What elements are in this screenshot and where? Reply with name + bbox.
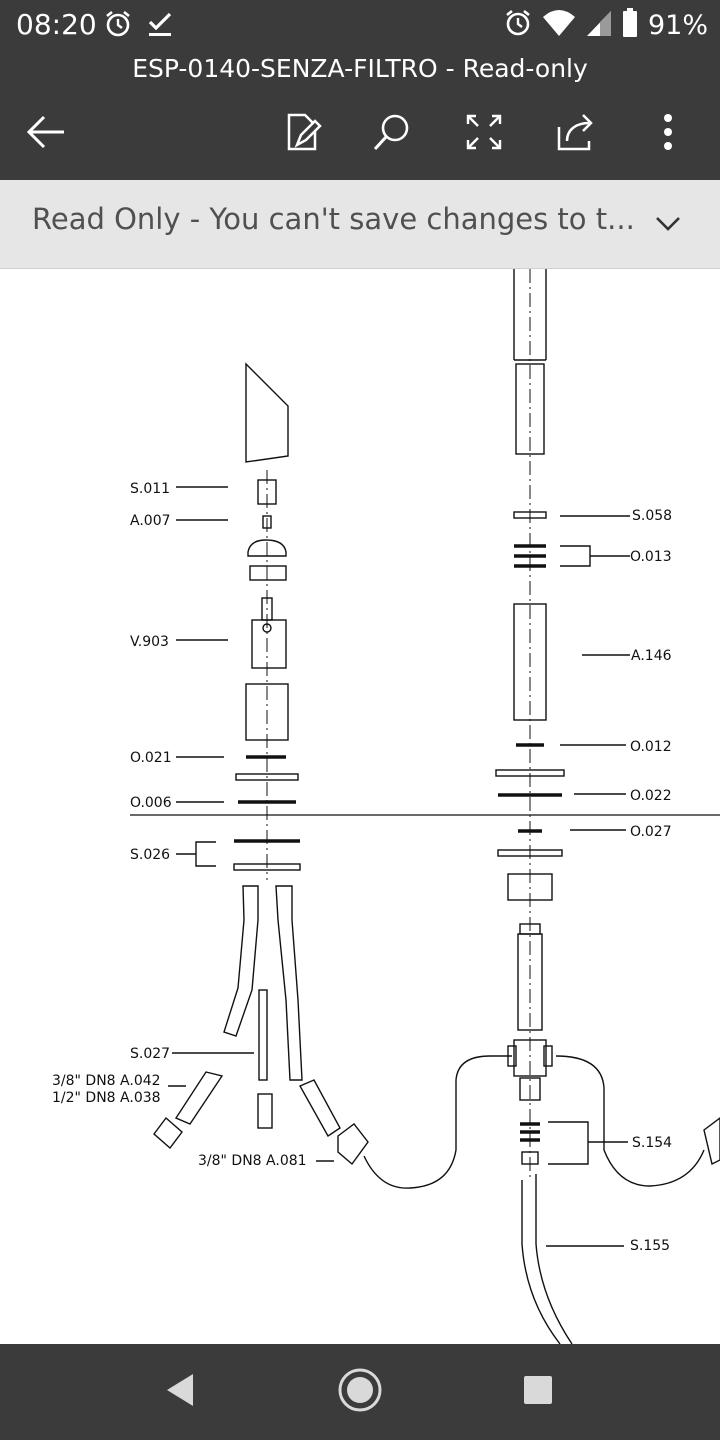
part-label-o022: O.022 bbox=[630, 788, 672, 804]
part-label-o027: O.027 bbox=[630, 824, 672, 840]
edit-button[interactable] bbox=[278, 110, 326, 158]
part-label-a042: 3/8" DN8 A.042 bbox=[52, 1073, 161, 1089]
part-label-o012: O.012 bbox=[630, 739, 672, 755]
document-title: ESP-0140-SENZA-FILTRO - Read-only bbox=[132, 54, 588, 83]
signal-icon bbox=[586, 9, 612, 41]
battery-icon bbox=[622, 8, 638, 42]
part-label-v903: V.903 bbox=[130, 634, 169, 650]
part-label-o013: O.013 bbox=[630, 549, 672, 565]
read-only-banner[interactable]: Read Only - You can't save changes to t.… bbox=[0, 180, 720, 269]
exploded-parts-drawing: S.011 A.007 V.903 O.021 O.006 S.026 S.02… bbox=[52, 269, 720, 1344]
status-time: 08:20 bbox=[16, 8, 97, 41]
app-toolbar: ESP-0140-SENZA-FILTRO - Read-only bbox=[0, 50, 720, 180]
fullscreen-button[interactable] bbox=[460, 110, 508, 158]
part-label-s154: S.154 bbox=[632, 1135, 672, 1151]
nav-recents-button[interactable] bbox=[514, 1368, 562, 1416]
status-bar: 08:20 91% bbox=[0, 0, 720, 50]
part-label-a081: 3/8" DN8 A.081 bbox=[198, 1153, 307, 1169]
chevron-down-icon[interactable] bbox=[652, 208, 684, 240]
search-button[interactable] bbox=[368, 110, 416, 158]
nav-home-button[interactable] bbox=[336, 1368, 384, 1416]
back-button[interactable] bbox=[22, 110, 70, 158]
part-label-s026: S.026 bbox=[130, 847, 170, 863]
nav-home-icon bbox=[337, 1367, 383, 1417]
nav-recents-icon bbox=[522, 1374, 554, 1410]
part-label-s155: S.155 bbox=[630, 1238, 670, 1254]
part-label-a038: 1/2" DN8 A.038 bbox=[52, 1090, 161, 1106]
back-arrow-icon bbox=[24, 112, 68, 156]
part-label-s027: S.027 bbox=[130, 1046, 170, 1062]
alarm-icon bbox=[104, 10, 132, 42]
part-label-o006: O.006 bbox=[130, 795, 172, 811]
part-label-s011: S.011 bbox=[130, 481, 170, 497]
battery-percentage: 91% bbox=[647, 9, 708, 41]
document-canvas[interactable]: S.011 A.007 V.903 O.021 O.006 S.026 S.02… bbox=[0, 269, 720, 1344]
more-icon bbox=[662, 112, 674, 156]
nav-back-button[interactable] bbox=[156, 1368, 204, 1416]
fullscreen-icon bbox=[464, 112, 504, 156]
part-label-a146: A.146 bbox=[631, 648, 672, 664]
part-label-a007: A.007 bbox=[130, 513, 171, 529]
share-button[interactable] bbox=[552, 110, 600, 158]
part-label-s058: S.058 bbox=[632, 508, 672, 524]
part-label-o021: O.021 bbox=[130, 750, 172, 766]
system-nav-bar bbox=[0, 1344, 720, 1440]
read-only-message: Read Only - You can't save changes to t.… bbox=[32, 202, 635, 236]
nav-back-icon bbox=[163, 1372, 197, 1412]
edit-icon bbox=[281, 111, 323, 157]
search-icon bbox=[371, 111, 413, 157]
check-icon bbox=[146, 10, 174, 42]
alarm-icon bbox=[504, 9, 532, 41]
share-icon bbox=[555, 111, 597, 157]
wifi-icon bbox=[542, 9, 576, 41]
more-options-button[interactable] bbox=[644, 110, 692, 158]
